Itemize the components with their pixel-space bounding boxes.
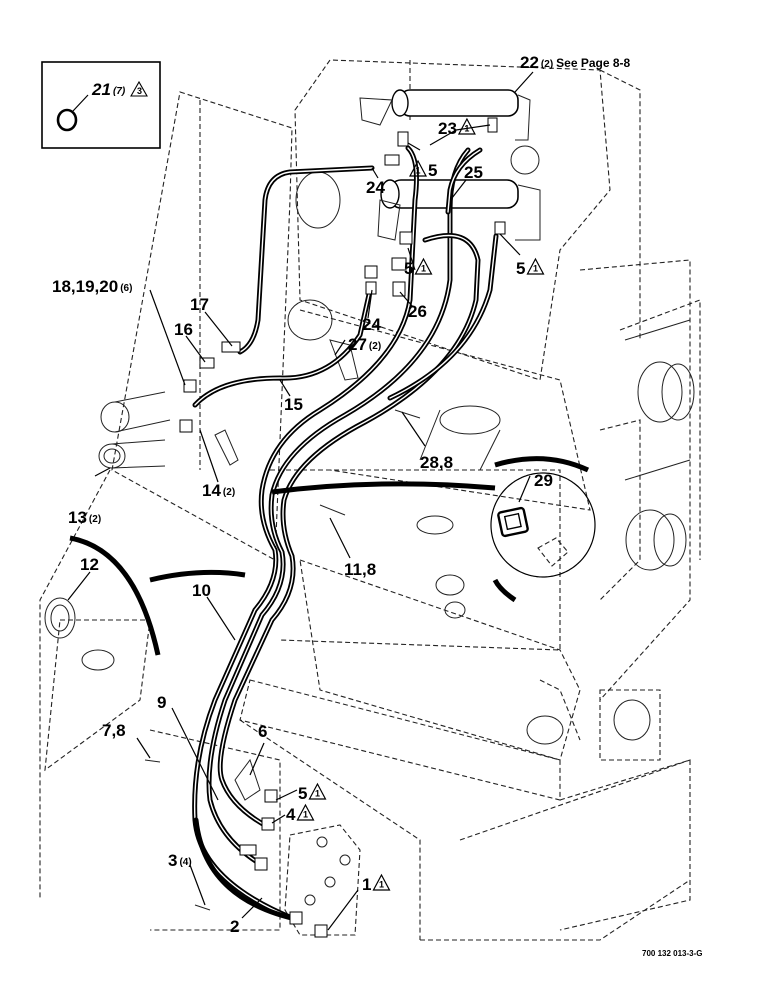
callout-78: 7,8 <box>102 721 126 740</box>
detail-arcs <box>69 456 596 656</box>
callout-26: 26 <box>408 302 427 321</box>
callout-12: 12 <box>80 555 99 574</box>
callout-number: 5 <box>404 259 413 278</box>
callout-6: 6 <box>258 722 267 741</box>
svg-text:1: 1 <box>533 264 538 274</box>
callout-24b: 24 <box>362 315 381 334</box>
callout-23: 23 1 <box>438 117 476 138</box>
callout-number: 2 <box>230 917 239 936</box>
callout-29: 29 <box>534 471 553 490</box>
callout-number: 5 <box>298 784 307 803</box>
warning-triangle-icon: 1 <box>526 257 545 275</box>
callout-number: 1 <box>362 875 371 894</box>
callout-number: 22 <box>520 53 539 72</box>
callout-number: 3 <box>168 851 177 870</box>
callout-qty: (2) <box>223 487 235 498</box>
callout-number: 12 <box>80 555 99 574</box>
callout-18: 18,19,20(6) <box>52 277 132 296</box>
callout-qty: (4) <box>179 857 191 868</box>
callout-qty: (2) <box>369 341 381 352</box>
callout-number: 13 <box>68 508 87 527</box>
callout-number: 26 <box>408 302 427 321</box>
inset-number: 21 <box>91 80 111 99</box>
svg-text:1: 1 <box>379 880 384 890</box>
cylinder-upper <box>359 89 540 175</box>
callout-number: 4 <box>286 805 296 824</box>
callout-25: 25 <box>464 163 483 182</box>
callout-number: 24 <box>366 178 385 197</box>
callout-number: 18,19,20 <box>52 277 118 296</box>
callout-14: 14(2) <box>202 481 235 500</box>
callout-number: 28,8 <box>420 453 453 472</box>
fittings <box>179 117 506 938</box>
cylinder-lower <box>377 179 541 241</box>
svg-text:1: 1 <box>421 264 426 274</box>
callout-number: 5 <box>516 259 525 278</box>
callout-10: 10 <box>192 581 211 600</box>
leader-lines <box>67 71 534 931</box>
callout-17: 17 <box>190 295 209 314</box>
warning-triangle-icon: 1 <box>414 257 433 275</box>
callout-number: 14 <box>202 481 221 500</box>
callout-number: 16 <box>174 320 193 339</box>
callout-number: 6 <box>258 722 267 741</box>
callout-page-ref: See Page 8-8 <box>556 56 630 70</box>
callout-11: 11,8 <box>344 560 376 579</box>
callout-2: 2 <box>230 917 239 936</box>
pulley <box>287 299 333 341</box>
callout-number: 23 <box>438 119 457 138</box>
callout-15: 15 <box>284 395 303 414</box>
frame-linework <box>39 59 701 941</box>
svg-text:1: 1 <box>315 789 320 799</box>
callout-24a: 24 <box>366 178 385 197</box>
warning-triangle-icon: 1 <box>409 159 427 177</box>
callout-number: 5 <box>428 161 437 180</box>
callout-number: 24 <box>362 315 381 334</box>
callout-number: 11,8 <box>344 560 376 579</box>
callout-number: 25 <box>464 163 483 182</box>
warning-triangle-icon: 1 <box>296 803 315 821</box>
pulley <box>295 171 341 229</box>
callout-16: 16 <box>174 320 193 339</box>
drawing-number: 700 132 013-3-G <box>642 949 703 958</box>
callout-28: 28,8 <box>420 453 453 472</box>
svg-text:1: 1 <box>303 810 308 820</box>
callout-number: 17 <box>190 295 209 314</box>
svg-text:1: 1 <box>416 166 421 176</box>
hydraulic-hoses <box>192 145 499 923</box>
warning-triangle-icon <box>130 80 148 97</box>
warning-triangle-icon: 1 <box>372 873 391 891</box>
callout-number: 9 <box>157 693 166 712</box>
callout-22: 22(2)See Page 8-8 <box>520 53 631 72</box>
callout-3: 3(4) <box>168 851 192 870</box>
callout-qty: (6) <box>120 283 132 294</box>
callout-number: 7,8 <box>102 721 126 740</box>
callout-number: 15 <box>284 395 303 414</box>
callout-number: 29 <box>534 471 553 490</box>
callout-number: 27 <box>348 335 367 354</box>
inset-qty: (7) <box>113 86 126 97</box>
callout-13: 13(2) <box>68 508 101 527</box>
callout-27: 27(2) <box>348 335 381 354</box>
svg-text:3: 3 <box>137 86 142 96</box>
callout-qty: (2) <box>89 514 101 525</box>
callout-9: 9 <box>157 693 166 712</box>
o-ring-icon <box>56 108 78 132</box>
warning-triangle-icon: 1 <box>457 117 476 135</box>
warning-triangle-icon: 1 <box>308 782 327 800</box>
inset-box: 21 (7) 3 <box>41 61 161 149</box>
svg-text:1: 1 <box>464 124 469 134</box>
callout-number: 10 <box>192 581 211 600</box>
callout-qty: (2) <box>541 59 553 70</box>
